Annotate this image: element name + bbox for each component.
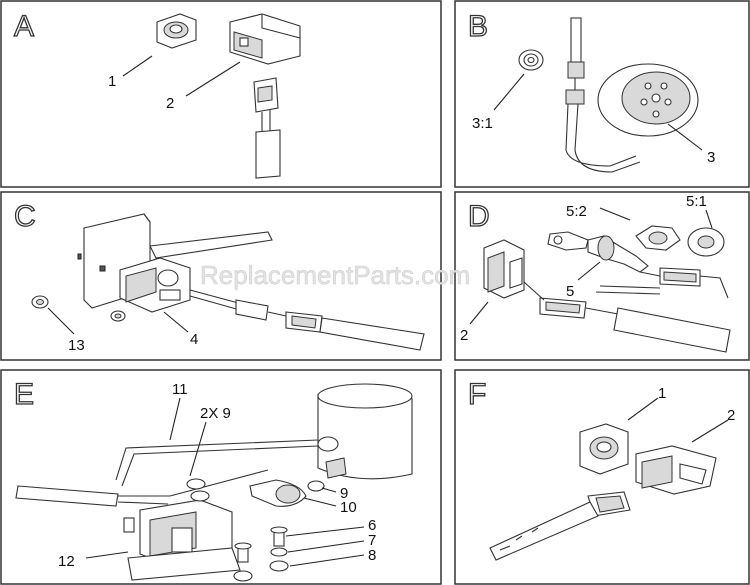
panel-f-callout-2: 2	[727, 407, 735, 424]
panel-a-drawing	[122, 13, 301, 179]
panel-c-callout-13: 13	[68, 337, 85, 354]
panel-d-frame	[454, 191, 750, 361]
panel-f-callout-1: 1	[658, 385, 666, 402]
panel-e-callout-11: 11	[172, 381, 188, 398]
panel-e-drawing	[15, 383, 413, 582]
panel-c-frame	[0, 191, 442, 361]
panel-a-callout-2: 2	[166, 95, 174, 112]
panel-a-callout-1: 1	[108, 73, 116, 90]
panel-b-callout-3-1: 3:1	[472, 115, 493, 132]
panel-f-drawing	[489, 397, 729, 561]
panel-f-letter: F	[468, 378, 486, 411]
panel-e-letter: E	[14, 378, 34, 411]
panel-d-callout-5-2: 5:2	[566, 203, 587, 220]
panel-c-callout-4: 4	[190, 331, 198, 348]
panel-b-callout-3: 3	[707, 149, 715, 166]
panel-b-drawing	[493, 17, 703, 173]
panel-e-callout-8: 8	[368, 547, 376, 564]
panel-a-frame	[0, 0, 442, 188]
panel-d-letter: D	[468, 200, 490, 233]
panel-e-callout-10: 10	[340, 499, 357, 516]
panel-d-callout-5: 5	[566, 283, 574, 300]
panel-c-drawing	[31, 213, 425, 351]
panel-e-frame	[0, 369, 442, 585]
panel-a-letter: A	[14, 10, 34, 43]
panel-d-drawing	[469, 207, 731, 353]
panel-d-callout-2: 2	[460, 327, 468, 344]
panel-e-callout-7: 7	[368, 532, 376, 549]
panel-b-letter: B	[468, 10, 488, 43]
panel-e-callout-6: 6	[368, 517, 376, 534]
panel-c-letter: C	[14, 200, 36, 233]
panel-f-frame	[454, 369, 750, 585]
panel-b-frame	[454, 0, 750, 188]
watermark: ReplacementParts.com	[200, 260, 470, 290]
panel-e-callout-2x9: 2X 9	[200, 405, 231, 422]
panel-d-callout-5-1: 5:1	[686, 193, 707, 210]
panel-e-callout-9: 9	[340, 485, 348, 502]
panel-e-callout-12: 12	[58, 553, 75, 570]
